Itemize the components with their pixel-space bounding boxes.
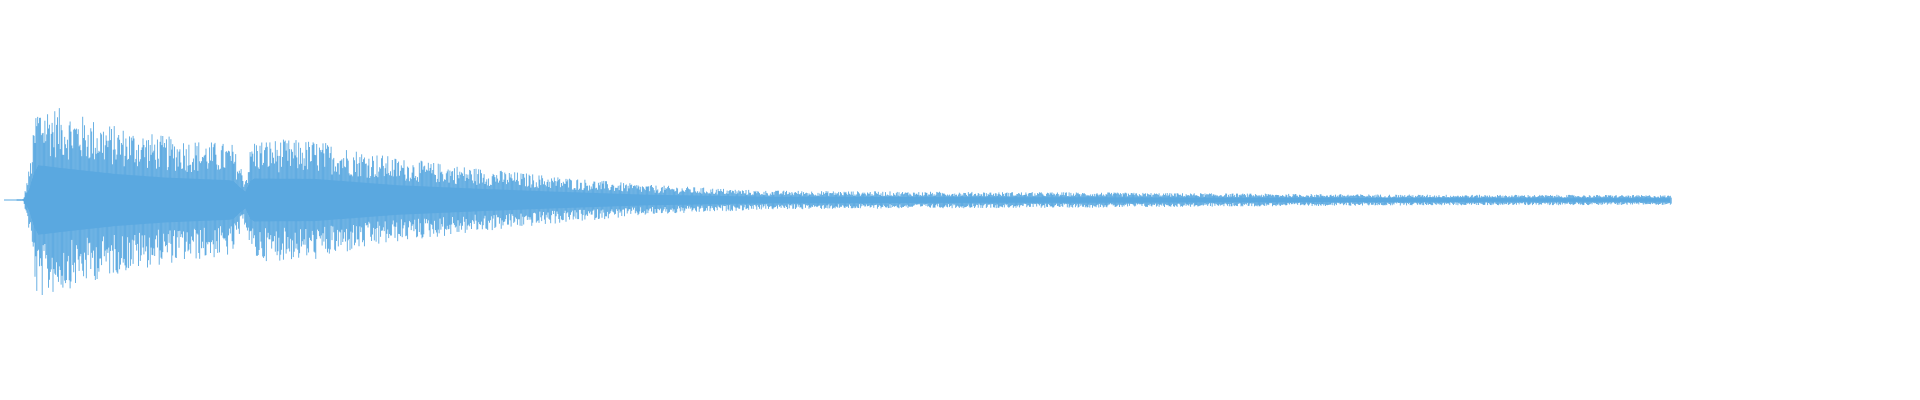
waveform-core: [17, 165, 1670, 235]
waveform-samples: [16, 108, 1672, 295]
